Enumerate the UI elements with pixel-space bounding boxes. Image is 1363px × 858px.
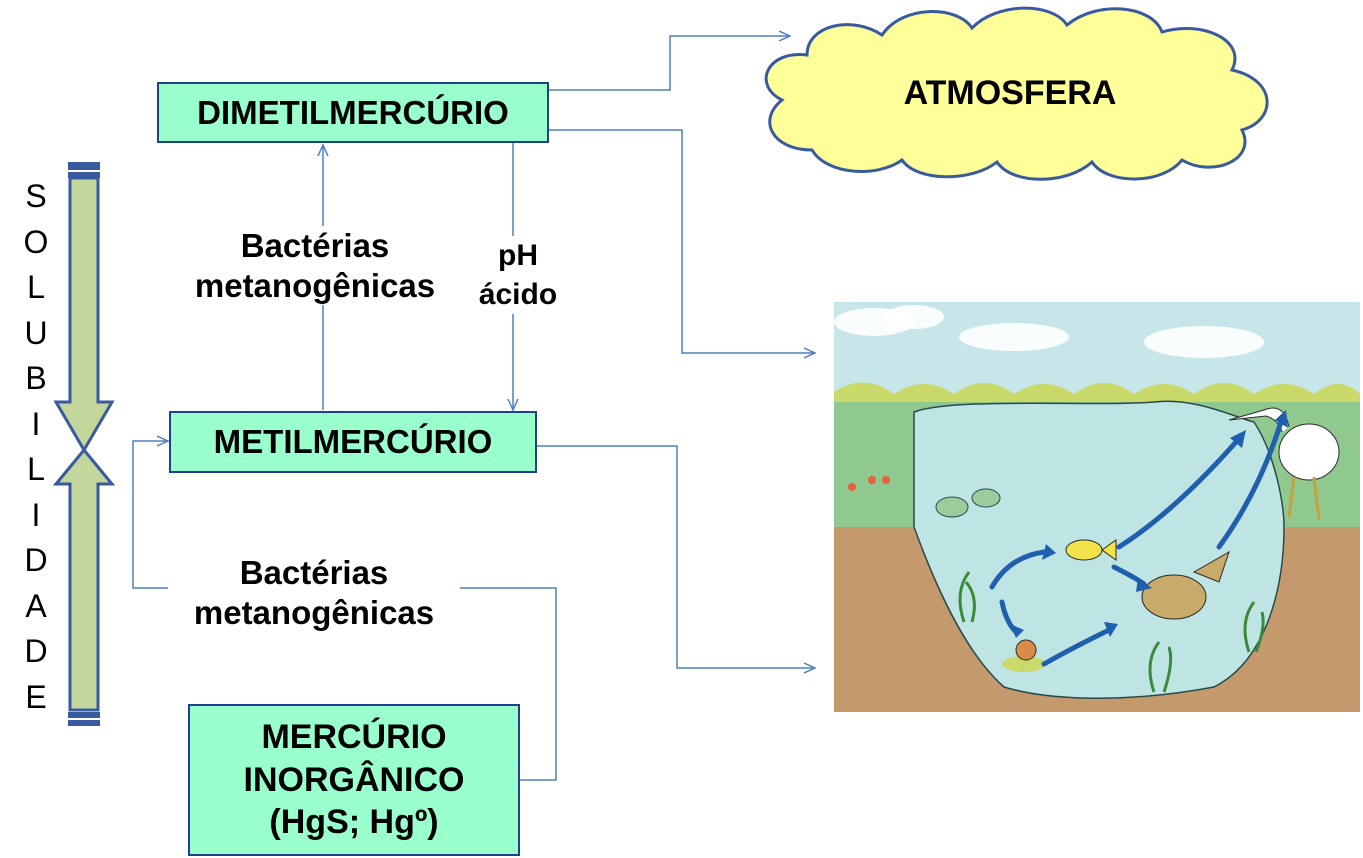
heron-body (1278, 423, 1340, 481)
solubilidade-letter: I (31, 496, 41, 533)
solubility-bar (52, 162, 116, 726)
bar-arrow-down (53, 176, 115, 453)
pond-illustration (834, 302, 1360, 712)
chain-head-1 (1042, 544, 1056, 560)
plant-3 (1243, 601, 1265, 653)
chain-head-5 (1230, 430, 1246, 448)
dimetilmercurio-box: DIMETILMERCÚRIO (157, 82, 549, 143)
bar-bottom-cap-2 (68, 720, 100, 726)
inorganico-line2: INORGÂNICO (243, 760, 465, 799)
ph-line1: pH (498, 239, 538, 272)
flower-2 (868, 476, 876, 484)
bar-bottom-cap (68, 712, 100, 718)
arrow-metil-to-pond (536, 445, 815, 668)
big-fish-tail (1192, 550, 1230, 583)
chain-arrow-6 (1216, 419, 1284, 550)
cloud-small-4 (1144, 326, 1264, 358)
snail (1015, 639, 1037, 661)
chain-head-2 (1010, 624, 1024, 638)
chain-arrow-5 (1116, 439, 1239, 550)
solubilidade-letter: L (27, 269, 45, 305)
cloud-small-2 (884, 305, 944, 329)
solubilidade-letter: O (23, 223, 49, 260)
metilmercurio-box: METILMERCÚRIO (169, 411, 537, 473)
solubilidade-letter: D (24, 542, 48, 578)
bacterias-bottom-line2: metanogênicas (193, 593, 435, 631)
solubilidade-letter: L (27, 451, 45, 487)
mercurio-inorganico-box: MERCÚRIO INORGÂNICO (HgS; Hgº) (188, 704, 520, 856)
solubilidade-letter: I (31, 405, 41, 442)
small-fish (1065, 539, 1103, 561)
chain-head-4 (1136, 578, 1152, 592)
chain-arrow-3 (1041, 627, 1112, 667)
bacterias-top-label: Bactérias metanogênicas (174, 226, 456, 306)
snail-ground (1002, 656, 1046, 672)
lily-pad-2 (971, 488, 1001, 508)
solubilidade-letter: S (25, 178, 47, 214)
heron-legs (1287, 476, 1321, 521)
chain-head-3 (1104, 622, 1118, 637)
inorganico-line1: MERCÚRIO (261, 718, 447, 757)
atmosfera-label: ATMOSFERA (904, 74, 1117, 112)
solubilidade-letter: E (25, 678, 47, 715)
bacterias-bottom-label: Bactérias metanogênicas (168, 553, 460, 633)
lily-pad-1 (935, 496, 969, 518)
grass-tufts (834, 382, 1360, 402)
solubilidade-letter: A (25, 587, 47, 624)
small-fish-tail (1101, 539, 1117, 561)
dimetilmercurio-label: DIMETILMERCÚRIO (197, 93, 509, 131)
chain-arrow-1 (989, 549, 1047, 590)
bar-top-cap (68, 162, 100, 170)
solubilidade-letter: B (25, 360, 47, 396)
solubilidade-letter: U (24, 314, 48, 351)
plant-1 (958, 571, 976, 623)
metilmercurio-label: METILMERCÚRIO (213, 423, 493, 460)
inorganico-line3: (HgS; Hgº) (269, 803, 439, 842)
chain-head-6 (1275, 410, 1288, 428)
arrow-dimetil-to-pond (548, 129, 815, 353)
bacterias-bottom-line1: Bactérias (239, 554, 389, 591)
plant-2 (1148, 641, 1173, 693)
flower-3 (882, 476, 890, 484)
cloud-small-3 (959, 323, 1069, 351)
big-fish (1141, 574, 1207, 620)
bar-arrow-up (52, 447, 116, 712)
ph-line2: ácido (478, 278, 558, 311)
ph-acido-label: pH ácido (468, 236, 568, 314)
flower-1 (848, 483, 856, 491)
arrow-dimetil-to-atmosfera (548, 36, 790, 91)
bar-top-cap-2 (68, 172, 100, 178)
solubilidade-letter: D (24, 633, 48, 669)
bacterias-top-line2: metanogênicas (194, 266, 436, 304)
bacterias-top-line1: Bactérias (240, 227, 390, 264)
atmosfera-cloud: ATMOSFERA (764, 6, 1269, 181)
